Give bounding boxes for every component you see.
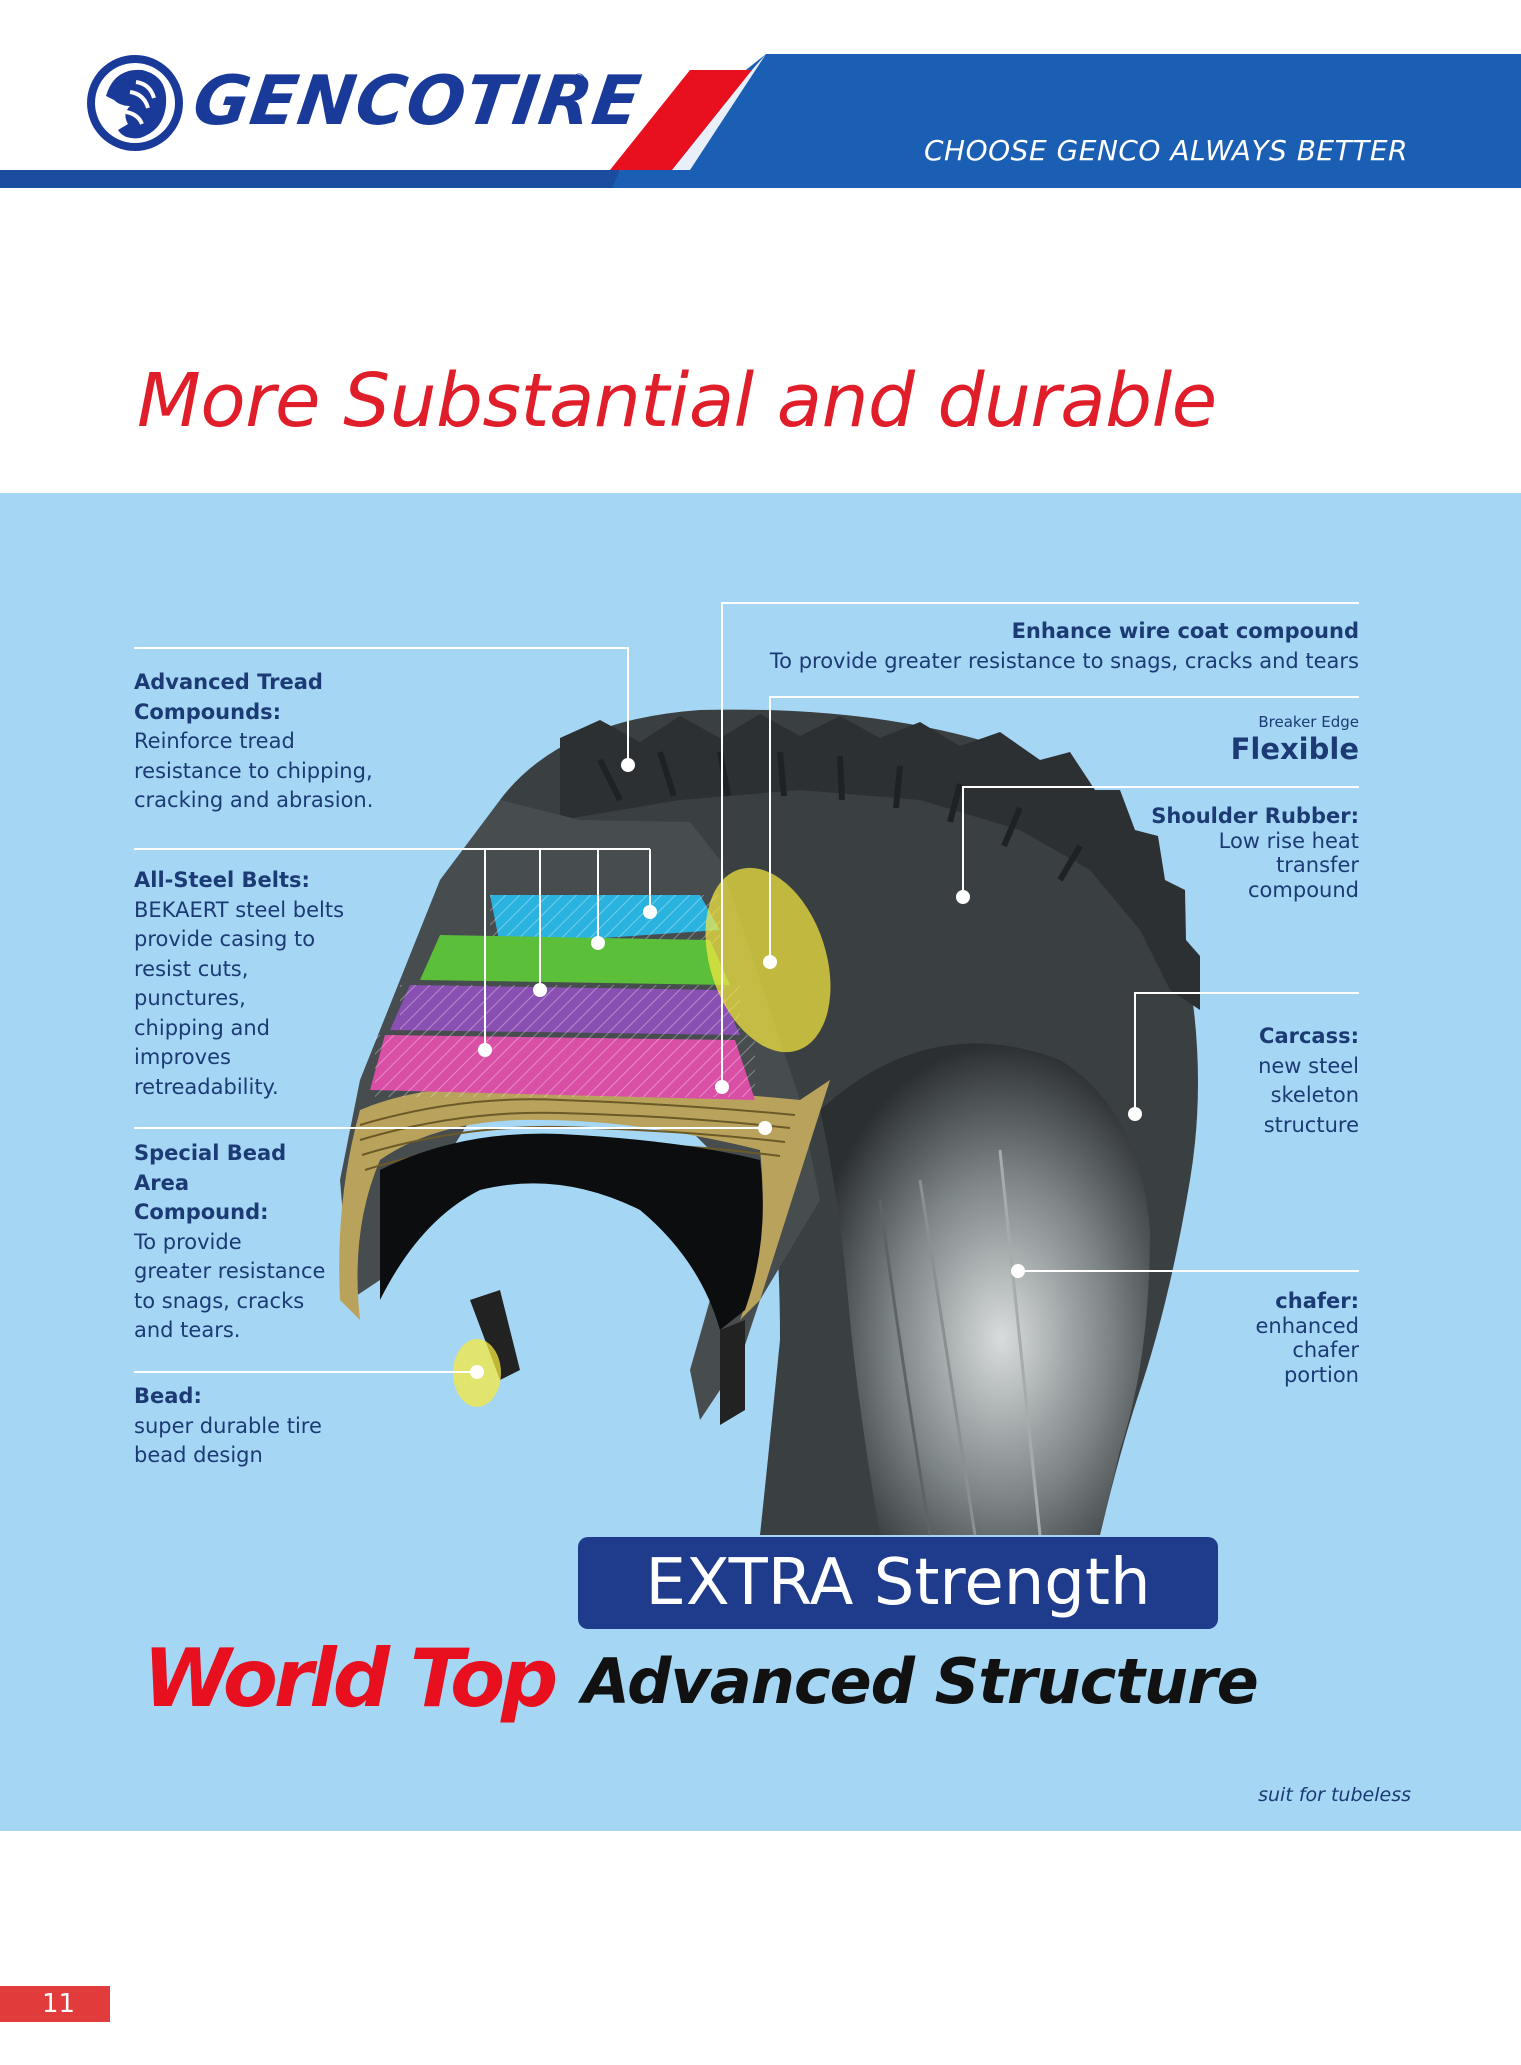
label-breaker-edge: Breaker Edge Flexible: [1100, 712, 1359, 766]
label-all-steel-belts: All-Steel Belts: BEKAERT steel belts pro…: [134, 866, 364, 1102]
tubeless-note: suit for tubeless: [1258, 1784, 1411, 1806]
label-line: provide casing to: [134, 927, 316, 951]
label-shoulder-title: Shoulder Rubber:: [1151, 804, 1359, 828]
label-line: chipping and: [134, 1015, 271, 1040]
label-line: enhanced: [1255, 1313, 1359, 1338]
label-line: portion: [1283, 1362, 1359, 1387]
label-special-bead-title-1: Special Bead: [134, 1141, 287, 1165]
label-line: To provide: [134, 1229, 242, 1254]
label-line: Low rise heat: [1218, 828, 1359, 853]
label-line: punctures,: [134, 986, 246, 1010]
page-headline: More Substantial and durable: [137, 358, 1217, 444]
label-advanced-tread: Advanced Tread Compounds: Reinforce trea…: [134, 668, 414, 816]
label-line: super durable tire: [134, 1413, 322, 1438]
label-line: structure: [1263, 1112, 1359, 1137]
label-chafer: chafer: enhanced chafer portion: [1160, 1289, 1359, 1387]
label-line: To provide greater resistance to snags, …: [769, 648, 1359, 673]
label-line: chafer: [1292, 1338, 1359, 1362]
label-shoulder-rubber: Shoulder Rubber: Low rise heat transfer …: [1100, 804, 1359, 902]
label-carcass-title: Carcass:: [1259, 1024, 1359, 1048]
label-carcass: Carcass: new steel skeleton structure: [1150, 1022, 1359, 1140]
label-line: cracking and abrasion.: [134, 788, 374, 812]
belt-green: [420, 935, 730, 985]
label-line: and tears.: [134, 1318, 241, 1342]
label-line: resist cuts,: [134, 956, 249, 981]
tire-cross-section-diagram: [134, 602, 1359, 1536]
label-special-bead: Special Bead Area Compound: To provide g…: [134, 1139, 354, 1346]
label-breaker-edge-large: Flexible: [1230, 732, 1359, 766]
world-top-title: World Top: [143, 1632, 558, 1725]
label-line: Reinforce tread: [134, 729, 295, 753]
tagline: CHOOSE GENCO ALWAYS BETTER: [924, 134, 1408, 167]
tire-inner-sidewall: [820, 1043, 1150, 1535]
registered-mark: ®: [571, 70, 587, 89]
label-line: retreadability.: [134, 1074, 279, 1099]
label-line: BEKAERT steel belts: [134, 897, 345, 922]
advanced-structure-title: Advanced Structure: [582, 1645, 1259, 1718]
label-line: to snags, cracks: [134, 1288, 305, 1313]
label-line: improves: [134, 1045, 231, 1069]
label-advanced-tread-title: Advanced Tread Compounds:: [134, 670, 323, 724]
label-breaker-edge-small: Breaker Edge: [1258, 713, 1359, 731]
carcass-ply: [339, 1080, 830, 1320]
label-chafer-title: chafer:: [1275, 1289, 1359, 1313]
label-special-bead-title-2: Area: [134, 1170, 190, 1195]
label-enhance-wire: Enhance wire coat compound To provide gr…: [760, 617, 1359, 676]
label-special-bead-title-3: Compound:: [134, 1200, 269, 1224]
label-line: compound: [1248, 877, 1359, 902]
label-line: transfer: [1276, 853, 1359, 877]
lion-head-icon: [84, 52, 186, 154]
label-all-steel-title: All-Steel Belts:: [134, 868, 310, 892]
label-enhance-wire-title: Enhance wire coat compound: [1011, 619, 1359, 643]
label-bead-title: Bead:: [134, 1384, 202, 1408]
header-band: [0, 54, 1521, 188]
label-line: new steel: [1258, 1053, 1359, 1078]
label-line: skeleton: [1270, 1083, 1359, 1107]
label-line: resistance to chipping,: [134, 758, 373, 783]
extra-strength-banner: EXTRA Strength: [578, 1537, 1218, 1629]
label-line: bead design: [134, 1443, 263, 1467]
label-bead: Bead: super durable tire bead design: [134, 1382, 374, 1471]
page-number: 11: [0, 1986, 110, 2022]
label-line: greater resistance: [134, 1259, 326, 1283]
